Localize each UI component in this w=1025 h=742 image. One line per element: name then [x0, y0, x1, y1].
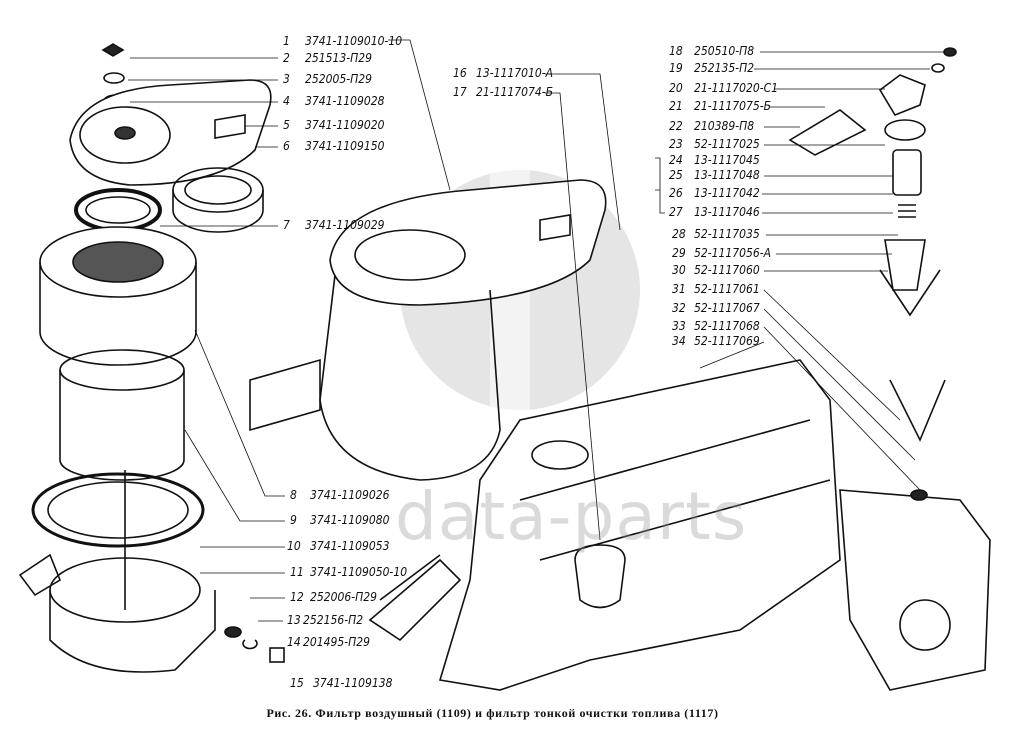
part-code: 3741-1109150 [305, 139, 385, 153]
part-code: 52-1117069 [694, 334, 760, 348]
filter-cover-part-5 [69, 79, 272, 186]
callout-number: 34 [672, 334, 686, 348]
callout-number: 25 [669, 168, 683, 182]
part-code: 252006-П29 [310, 590, 377, 604]
part-code: 3741-1109020 [305, 118, 385, 132]
callout-number: 32 [672, 301, 686, 315]
callout-number: 14 [287, 635, 301, 649]
callout-number: 29 [672, 246, 686, 260]
wing-nut-part-2 [101, 43, 125, 57]
gasket-part-7 [74, 188, 162, 232]
part-code: 251513-П29 [305, 51, 372, 65]
callout-number: 30 [672, 263, 686, 277]
washer-part-12 [224, 626, 242, 638]
callout-number: 2 [283, 51, 290, 65]
part-code: 52-1117056-А [694, 246, 771, 260]
filter-element-part-9 [59, 349, 185, 481]
part-code: 3741-1109080 [310, 513, 390, 527]
part-code: 3741-1109010-10 [305, 34, 403, 48]
callout-number: 23 [669, 137, 683, 151]
part-code: 250510-П8 [694, 44, 755, 58]
fuel-filter-parts [788, 47, 957, 501]
callout-number: 28 [672, 227, 686, 241]
washer-part-13 [242, 639, 258, 650]
callout-number: 24 [669, 153, 683, 167]
part-code: 52-1117035 [694, 227, 760, 241]
ring-part-10 [31, 472, 205, 548]
engine-block [438, 359, 991, 691]
air-filter-assembly-part-1 [249, 179, 607, 481]
part-code: 52-1117025 [694, 137, 760, 151]
part-code: 52-1117067 [694, 301, 760, 315]
part-code: 3741-1109050-10 [310, 565, 408, 579]
callout-number: 20 [669, 81, 683, 95]
callout-number: 13 [287, 613, 301, 627]
callout-number: 16 [453, 66, 467, 80]
part-code: 252005-П29 [305, 72, 372, 86]
callout-number: 4 [283, 94, 290, 108]
part-code: 252135-П2 [694, 61, 755, 75]
part-code: 3741-1109053 [310, 539, 390, 553]
part-code: 52-1117061 [694, 282, 760, 296]
part-code: 13-1117048 [694, 168, 760, 182]
callout-number: 19 [669, 61, 683, 75]
callout-number: 10 [287, 539, 301, 553]
part-code: 201495-П29 [303, 635, 370, 649]
part-code: 21-1117074-Б [476, 85, 554, 99]
callout-number: 12 [290, 590, 304, 604]
part-code: 210389-П8 [694, 119, 755, 133]
part-code: 13-1117010-А [476, 66, 553, 80]
part-code: 13-1117046 [694, 205, 760, 219]
callout-number: 8 [290, 488, 297, 502]
part-code: 52-1117068 [694, 319, 760, 333]
part-code: 21-1117020-С1 [694, 81, 779, 95]
filter-body-part-11 [18, 470, 216, 673]
callout-number: 27 [669, 205, 683, 219]
filter-housing-part-8 [39, 226, 197, 366]
callout-number: 5 [283, 118, 290, 132]
callout-number: 11 [290, 565, 304, 579]
seal-ring-part-6 [172, 167, 264, 233]
part-code: 3741-1109028 [305, 94, 385, 108]
part-code: 21-1117075-Б [694, 99, 772, 113]
callout-number: 3 [283, 72, 290, 86]
callout-number: 6 [283, 139, 290, 153]
part-code: 3741-1109029 [305, 218, 385, 232]
watermark-text: data-parts [395, 478, 748, 555]
part-code: 3741-1109138 [313, 676, 393, 690]
bolt-part-14 [269, 647, 285, 663]
callout-number: 21 [669, 99, 683, 113]
callout-number: 1 [283, 34, 290, 48]
part-code: 3741-1109026 [310, 488, 390, 502]
callout-number: 26 [669, 186, 683, 200]
callout-number: 7 [283, 218, 290, 232]
bracket-part-15 [368, 554, 462, 642]
callout-number: 22 [669, 119, 683, 133]
callout-number: 17 [453, 85, 467, 99]
callout-number: 9 [290, 513, 297, 527]
part-code: 13-1117045 [694, 153, 760, 167]
washer-part-3 [103, 72, 125, 84]
part-code: 252156-П2 [303, 613, 364, 627]
part-code: 13-1117042 [694, 186, 760, 200]
callout-number: 18 [669, 44, 683, 58]
callout-number: 15 [290, 676, 304, 690]
figure-caption: Рис. 26. Фильтр воздушный (1109) и фильт… [266, 706, 719, 720]
part-code: 52-1117060 [694, 263, 760, 277]
callout-number: 31 [672, 282, 686, 296]
leader-lines [128, 39, 945, 622]
callout-number: 33 [672, 319, 686, 333]
